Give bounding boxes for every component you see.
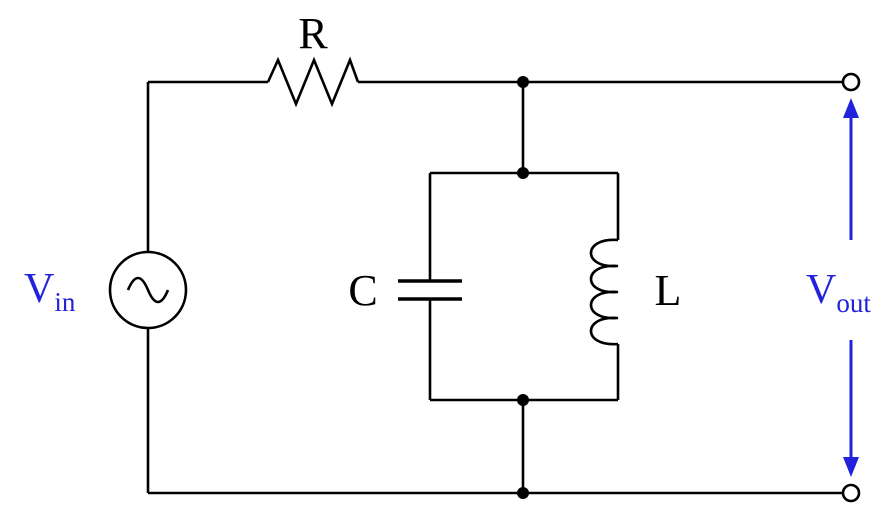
vout-arrow-down-head [843, 457, 859, 477]
resistor-zigzag [266, 56, 360, 108]
vout-arrow-up [843, 98, 859, 240]
ac-source-circle [108, 250, 188, 330]
inductor-coil [589, 238, 619, 346]
vout-main-text: V [806, 267, 836, 313]
vin-main-text: V [24, 266, 54, 312]
vin-sub-text: in [54, 287, 76, 317]
resistor-label: R [298, 9, 328, 58]
junction-dot-tank-bottom [517, 394, 529, 406]
junction-dot-top [517, 76, 529, 88]
junction-dot-tank-top [517, 167, 529, 179]
inductor-label: L [655, 266, 682, 315]
vout-arrow-down [843, 340, 859, 477]
vin-label: Vin [24, 266, 76, 317]
sine-wave-icon [126, 276, 170, 304]
vout-sub-text: out [836, 288, 871, 318]
junction-dot-bottom [517, 487, 529, 499]
output-terminal-bottom [841, 483, 861, 503]
capacitor-label: C [348, 266, 377, 315]
output-terminal-top [841, 72, 861, 92]
vout-arrow-up-head [843, 98, 859, 118]
vout-label: Vout [806, 267, 871, 318]
